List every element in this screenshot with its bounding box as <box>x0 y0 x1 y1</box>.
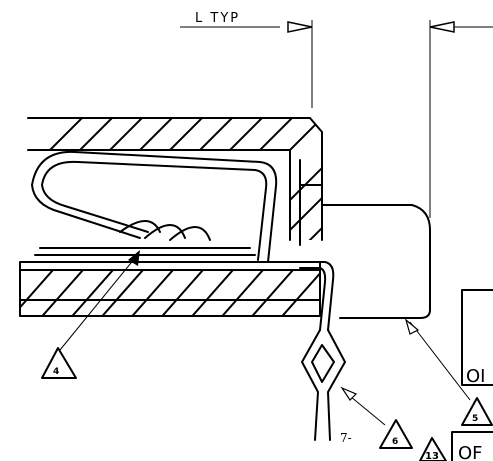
partial-box-b: OF <box>451 431 493 461</box>
contact-spring <box>31 150 278 263</box>
dimension-label: L TYP <box>195 11 240 26</box>
lead-note-label: 7- <box>340 431 352 445</box>
callout-13-number: 13 <box>425 451 439 461</box>
partial-box-b-text: OF <box>458 443 483 461</box>
callout-5-number: 5 <box>472 414 478 424</box>
callout-4: 4 <box>41 250 140 379</box>
housing-nose <box>321 204 431 319</box>
callout-6: 6 <box>340 386 413 449</box>
terminal-tail <box>299 261 346 441</box>
housing-bottom-wall <box>19 261 321 317</box>
callout-13: 13 <box>419 437 447 461</box>
partial-box-a-text: OI <box>466 366 485 387</box>
callout-4-number: 4 <box>53 367 59 377</box>
callout-6-number: 6 <box>392 437 398 447</box>
partial-box-a: OI <box>461 289 493 387</box>
callout-5: 5 <box>404 318 493 426</box>
dimension-l-typ: L TYP <box>180 11 493 218</box>
